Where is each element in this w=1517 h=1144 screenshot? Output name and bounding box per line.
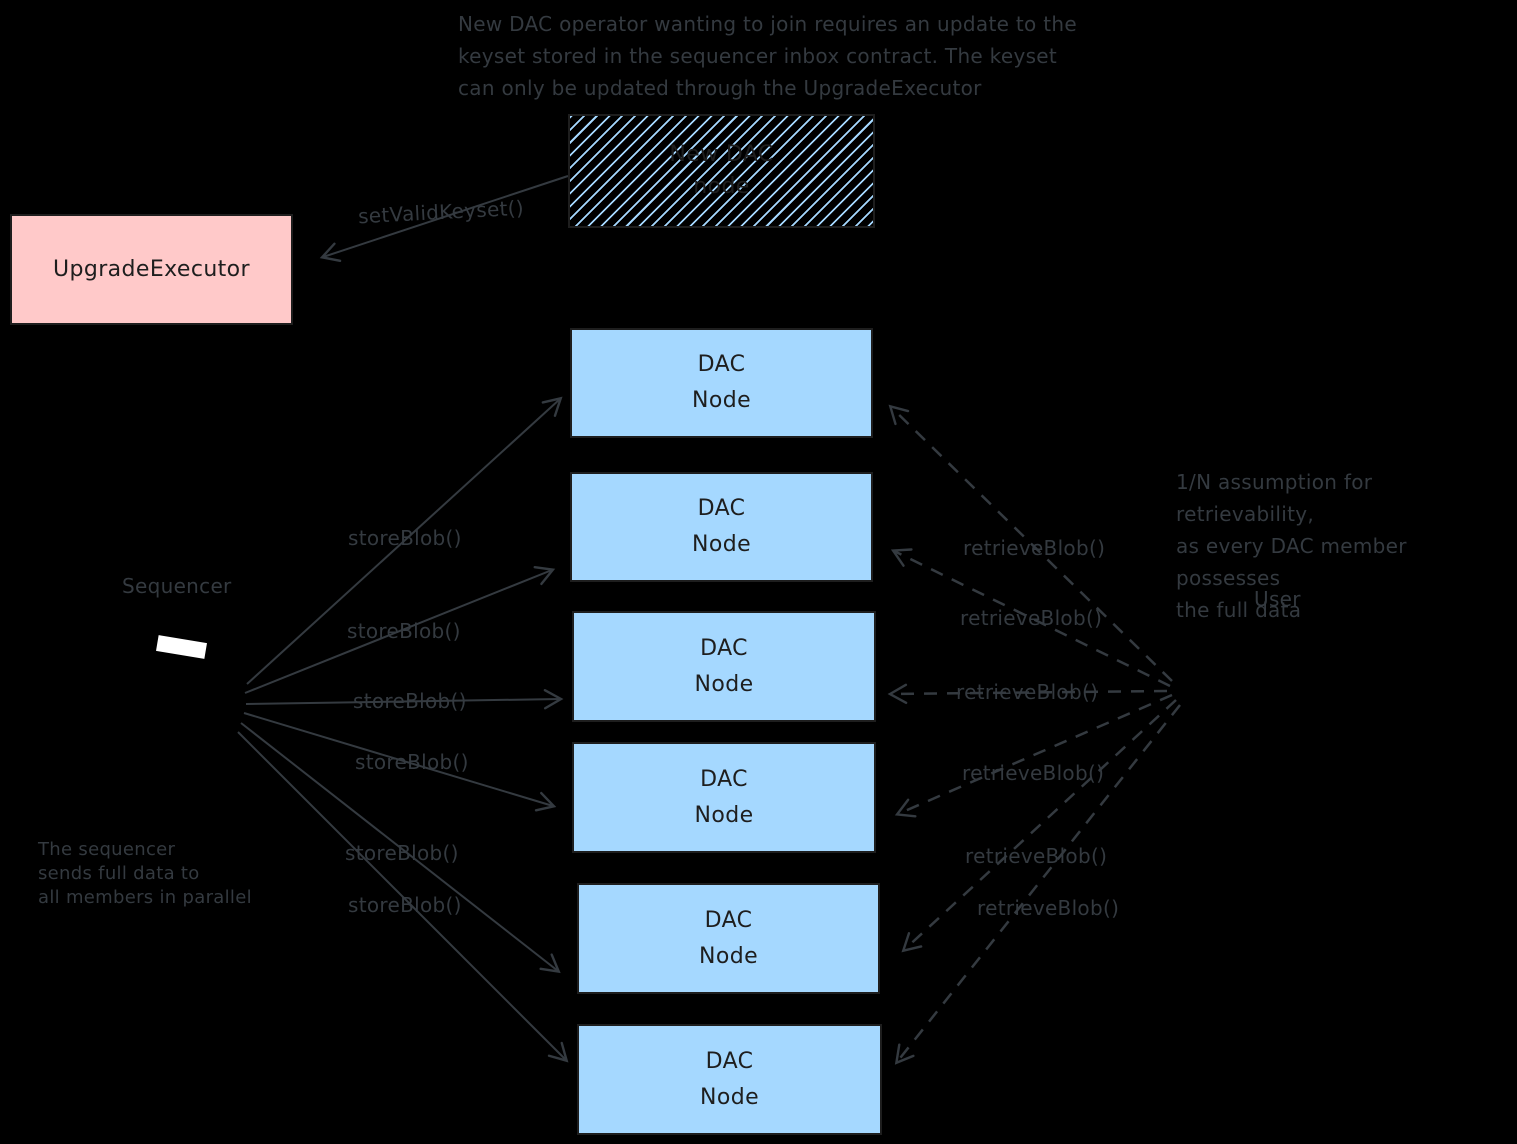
dac-node-box-2: DAC Node [570, 472, 873, 582]
upgrade-executor-box: UpgradeExecutor [10, 214, 293, 325]
store-blob-label-1: storeBlob() [348, 526, 462, 550]
retrieve-blob-label-3: retrieveBlob() [956, 680, 1099, 704]
store-blob-arrow-3 [245, 689, 564, 710]
store-blob-arrow-1 [246, 396, 563, 685]
upgrade-executor-label: UpgradeExecutor [52, 256, 250, 282]
store-blob-arrow-6 [237, 731, 569, 1063]
dac-node-label: DAC Node [699, 1048, 760, 1110]
retrieve-blob-arrow-5 [901, 699, 1177, 953]
retrieve-blob-label-2: retrieveBlob() [960, 606, 1103, 630]
retrieve-blob-arrow-2 [890, 548, 1171, 688]
keyset-note: New DAC operator wanting to join require… [458, 12, 1077, 100]
retrieve-blob-label-5: retrieveBlob() [965, 844, 1108, 868]
dac-node-box-1: DAC Node [570, 328, 873, 438]
retrieve-blob-label-1: retrieveBlob() [963, 536, 1106, 560]
dac-node-box-3: DAC Node [572, 611, 876, 722]
store-blob-label-2: storeBlob() [347, 619, 461, 643]
store-blob-arrow-4 [243, 712, 557, 812]
dac-node-box-6: DAC Node [577, 1024, 882, 1135]
dac-node-label: DAC Node [698, 907, 759, 969]
new-dac-node-label: New DAC node [669, 142, 774, 199]
retrieve-blob-arrow-3 [887, 683, 1168, 705]
store-blob-arrow-2 [244, 566, 556, 694]
dac-node-box-5: DAC Node [577, 883, 880, 994]
store-blob-label-4: storeBlob() [355, 750, 469, 774]
store-blob-arrow-5 [240, 722, 561, 974]
set-valid-keyset-arrow [319, 175, 569, 263]
retrieve-blob-arrow-4 [894, 693, 1173, 818]
retrievability-note: 1/N assumption for retrievability, as ev… [1176, 470, 1407, 622]
store-blob-label-6: storeBlob() [348, 893, 462, 917]
dac-node-label: DAC Node [691, 496, 752, 557]
retrieve-blob-label-4: retrieveBlob() [962, 761, 1105, 785]
dac-node-label: DAC Node [691, 352, 752, 413]
store-blob-label-3: storeBlob() [353, 689, 467, 713]
retrieve-blob-arrow-1 [888, 404, 1173, 682]
user-label: User [1254, 587, 1301, 611]
dac-node-label: DAC Node [694, 635, 754, 697]
new-dac-node-box: New DAC node [568, 114, 875, 228]
sequencer-label: Sequencer [122, 574, 232, 598]
retrieve-blob-arrow-6 [894, 704, 1181, 1065]
sequencer-note: The sequencer sends full data to all mem… [38, 839, 252, 908]
dac-node-box-4: DAC Node [572, 742, 876, 853]
retrieve-blob-label-6: retrieveBlob() [977, 896, 1120, 920]
dac-node-label: DAC Node [694, 766, 754, 828]
store-blob-label-5: storeBlob() [345, 841, 459, 865]
